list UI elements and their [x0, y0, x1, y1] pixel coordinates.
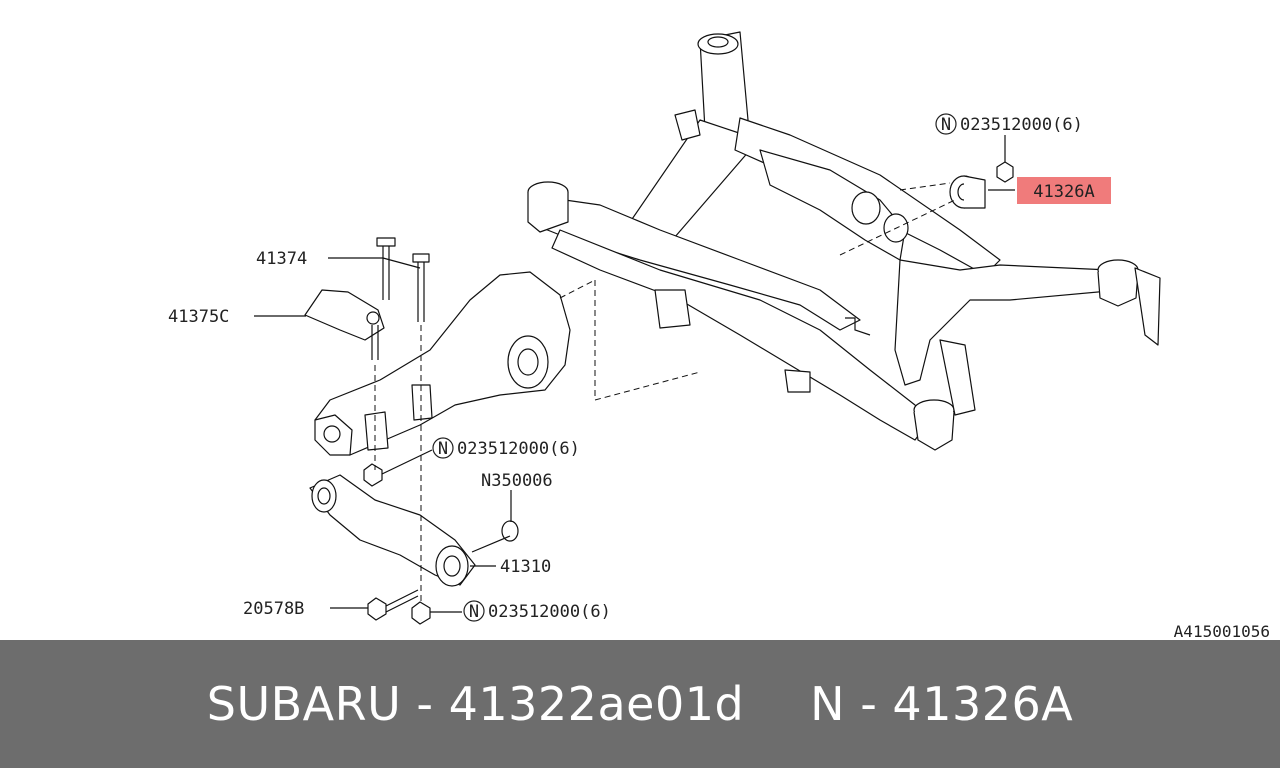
- drawing-reference: A415001056: [1174, 622, 1270, 640]
- svg-text:N: N: [469, 602, 479, 622]
- label-highlighted-part[interactable]: 41326A: [1033, 182, 1094, 202]
- label-subframe-nut: 023512000(6): [960, 115, 1083, 135]
- subframe-diagram-svg: N 023512000(6) 41326A 41374 41375C N 023…: [168, 31, 1270, 640]
- rear-subframe: [527, 31, 1161, 451]
- label-washer-nut[interactable]: N350006: [481, 471, 553, 491]
- label-bolt-41374[interactable]: 41374: [256, 249, 307, 269]
- oem-part-number: N - 41326A: [810, 677, 1074, 731]
- label-diff-member[interactable]: 41310: [500, 557, 551, 577]
- leader-lines: [254, 135, 1015, 613]
- bolts-41374: [371, 237, 430, 360]
- label-bottom-nut: 023512000(6): [488, 602, 611, 622]
- bracket-41375c: [304, 289, 385, 341]
- label-bracket-41375c[interactable]: 41375C: [168, 307, 229, 327]
- assembly-lines: [374, 182, 956, 605]
- n-circle-icon: N: [463, 600, 485, 622]
- diff-member: [309, 474, 476, 587]
- parts-diagram: N 023512000(6) 41326A 41374 41375C N 023…: [168, 31, 1270, 640]
- differential: [314, 271, 571, 456]
- n-circle-icon: N: [935, 113, 957, 135]
- highlight-box: [1017, 177, 1111, 204]
- fasteners: [363, 161, 1014, 625]
- label-diff-nut: 023512000(6): [457, 439, 580, 459]
- bracket-bolt-head: [366, 311, 380, 325]
- svg-text:N: N: [438, 439, 448, 459]
- svg-text:N: N: [941, 115, 951, 135]
- label-member-bolt[interactable]: 20578B: [243, 599, 304, 619]
- brand-part-number: SUBARU - 41322ae01d: [206, 677, 745, 731]
- n-circle-icon: N: [432, 437, 454, 459]
- part-number-footer: SUBARU - 41322ae01d N - 41326A: [0, 640, 1280, 768]
